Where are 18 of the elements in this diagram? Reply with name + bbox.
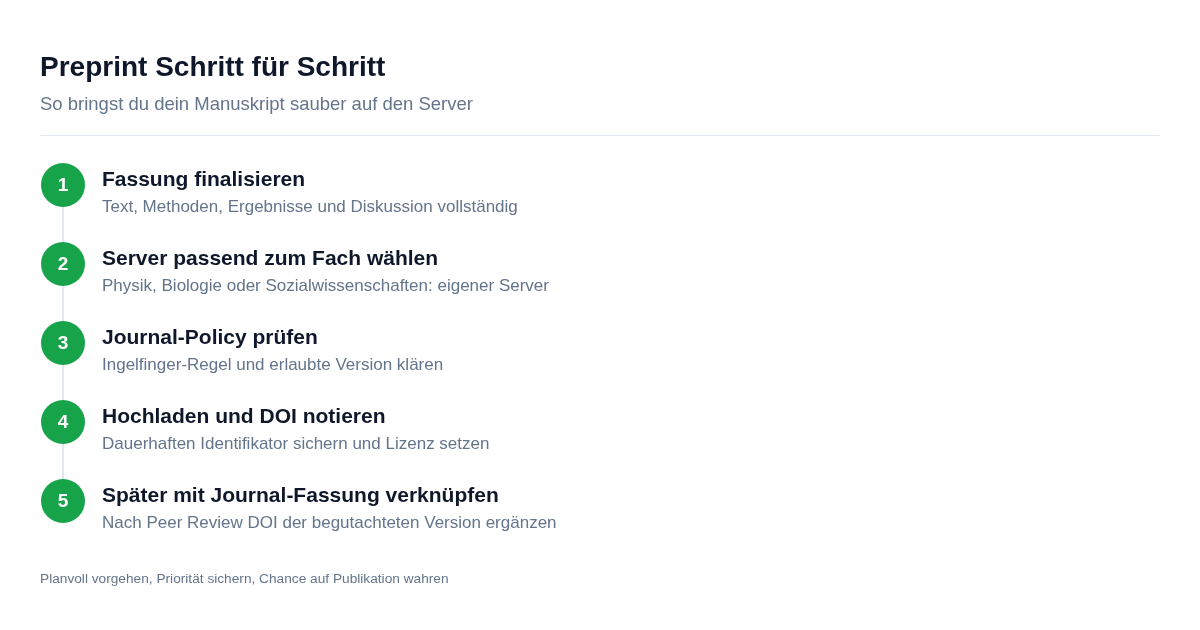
title: Preprint Schritt für Schritt — [40, 50, 386, 84]
step-number-circle: 1 — [41, 163, 85, 207]
step-description: Physik, Biologie oder Sozialwissenschaften: eigener Server — [102, 276, 549, 296]
step-title: Journal-Policy prüfen — [102, 324, 318, 350]
step-number-circle: 3 — [41, 321, 85, 365]
step-title: Hochladen und DOI notieren — [102, 403, 386, 429]
step-number-circle: 2 — [41, 242, 85, 286]
step-title: Server passend zum Fach wählen — [102, 245, 439, 271]
step-description: Ingelfinger-Regel und erlaubte Version klären — [102, 355, 444, 375]
step-description: Text, Methoden, Ergebnisse und Diskussion vollständig — [102, 197, 518, 217]
step-description: Dauerhaften Identifikator sichern und Lizenz setzen — [102, 434, 490, 454]
step-number-circle: 4 — [41, 400, 85, 444]
step-number-circle: 5 — [41, 479, 85, 523]
subtitle: So bringst du dein Manuskript sauber auf den Server — [40, 93, 473, 115]
footer-note: Planvoll vorgehen, Priorität sichern, Chance auf Publikation wahren — [40, 571, 449, 587]
step-title: Später mit Journal-Fassung verknüpfen — [102, 482, 499, 508]
step-title: Fassung finalisieren — [102, 166, 306, 192]
step-description: Nach Peer Review DOI der begutachteten Version ergänzen — [102, 513, 557, 533]
